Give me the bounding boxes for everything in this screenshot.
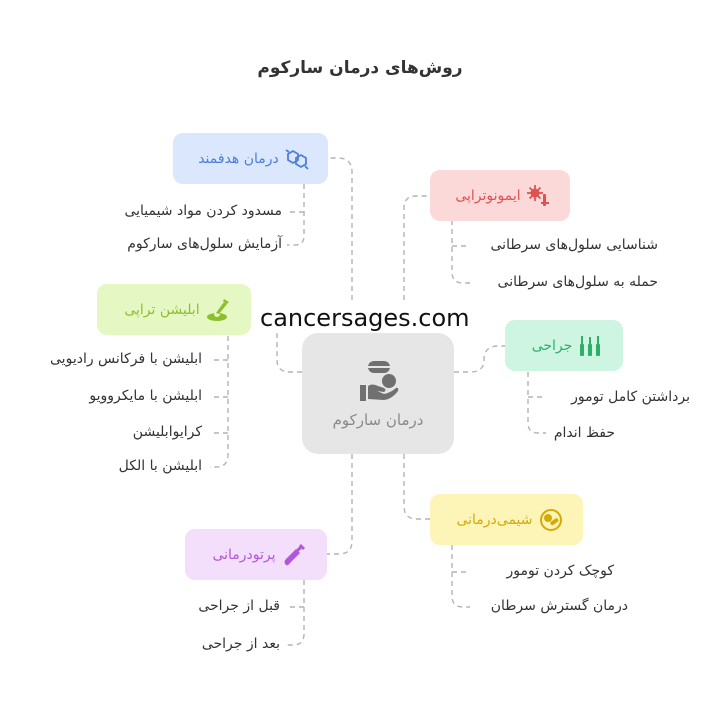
leaf-block-chemicals: مسدود کردن مواد شیمیایی [124, 203, 282, 219]
watermark-text: cancersages.com [258, 303, 472, 333]
molecule-icon [285, 148, 309, 170]
leaf-before-surgery: قبل از جراحی [198, 598, 280, 614]
branch-label: ایمونوتراپی [455, 187, 521, 204]
link-ablation [276, 310, 302, 373]
center-node: درمان سارکوم [302, 333, 454, 454]
branch-surgery[interactable]: جراحی [505, 320, 623, 371]
leaf-cryoablation: کرایوابلیشن [132, 424, 202, 440]
branch-label: پرتودرمانی [212, 546, 276, 563]
link-surgery [454, 345, 505, 373]
leaf-after-surgery: بعد از جراحی [201, 636, 280, 652]
center-label: درمان سارکوم [332, 410, 424, 429]
leaf-limb-preservation: حفظ اندام [553, 425, 615, 441]
link-immuno [403, 195, 430, 300]
link-proton [327, 454, 353, 555]
leaf-test-sarcoma-cells: آزمایش سلول‌های سارکوم [127, 236, 282, 252]
immune-cells-icon [526, 184, 549, 206]
chemo-pills-icon [539, 508, 562, 531]
branch-label: جراحی [531, 337, 573, 354]
leaf-microwave-ablation: ابلیشن با مایکروویو [89, 388, 202, 404]
leaf-complete-tumor-removal: برداشتن کامل تومور [571, 389, 690, 405]
ablation-probe-icon [206, 298, 229, 321]
branch-chemotherapy[interactable]: شیمی‌درمانی [430, 494, 583, 545]
diagram-title: روش‌های درمان سارکوم [257, 58, 463, 78]
hand-pill-icon [360, 360, 399, 401]
link-chemo [403, 454, 430, 520]
branch-immunotherapy[interactable]: ایمونوتراپی [430, 170, 570, 221]
leaf-radiofrequency-ablation: ابلیشن با فرکانس رادیویی [50, 351, 202, 367]
branch-proton-therapy[interactable]: پرتودرمانی [185, 529, 327, 580]
leaf-shrink-tumor: کوچک کردن تومور [506, 563, 614, 579]
branch-ablation-therapy[interactable]: ابلیشن تراپی [97, 284, 251, 335]
leaf-attack-cancer-cells: حمله به سلول‌های سرطانی [497, 274, 658, 290]
link-targeted [328, 157, 353, 300]
branch-targeted-therapy[interactable]: درمان هدفمند [173, 133, 328, 184]
branch-label: درمان هدفمند [198, 150, 279, 167]
leaf-identify-cancer-cells: شناسایی سلول‌های سرطانی [490, 237, 659, 253]
leaf-treat-cancer-spread: درمان گسترش سرطان [490, 598, 628, 614]
surgical-tools-icon [580, 335, 601, 356]
radiation-syringe-icon [284, 543, 305, 565]
branch-label: شیمی‌درمانی [456, 511, 533, 528]
branch-label: ابلیشن تراپی [124, 301, 200, 318]
leaf-alcohol-ablation: ابلیشن با الکل [118, 458, 202, 474]
